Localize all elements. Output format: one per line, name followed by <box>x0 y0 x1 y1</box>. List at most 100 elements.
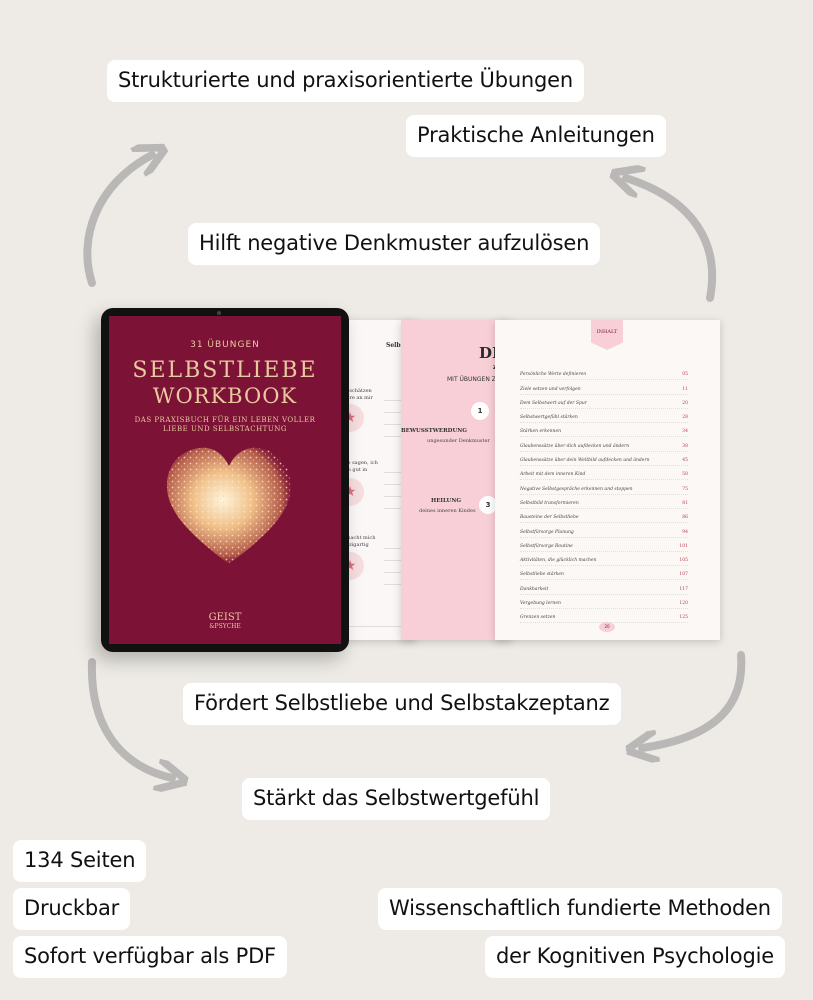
toc-entry: Ziele setzen und verfolgen 11 <box>520 380 688 395</box>
toc-badge: INHALT <box>591 320 623 350</box>
tablet-device: 31 ÜBUNGEN SELBSTLIEBE WORKBOOK DAS PRAX… <box>101 308 349 652</box>
toc-entry-page: 58 <box>682 472 688 478</box>
step-heading: BEWUSSTWERDUNG <box>401 428 467 434</box>
toc-entry: Selbstwertgefühl stärken 28 <box>520 409 688 424</box>
toc-entry-title: Dankbarkeit <box>520 586 549 592</box>
cover-title-2: WORKBOOK <box>152 384 298 408</box>
workbook-page-pink: DE zur MIT ÜBUNGEN Z 1 BEWUSSTWERDUNG un… <box>401 320 511 640</box>
fact-method-line2: der Kognitiven Psychologie <box>485 936 785 978</box>
toc-entry-page: 81 <box>682 500 688 506</box>
toc-entry: Glaubenssätze über dein Weltbild aufdeck… <box>520 452 688 467</box>
toc-entry-title: Vergebung lernen <box>520 601 561 607</box>
exercise-prompt: Das schätzen andere an mir <box>337 388 373 401</box>
writing-line <box>384 548 416 549</box>
arrow-bottom-right <box>642 651 746 748</box>
step-text: deines inneren Kindes <box>419 508 476 514</box>
feature-practical-guides: Praktische Anleitungen <box>406 115 666 157</box>
toc-entry-page: 11 <box>682 386 688 392</box>
exercise-prompt: Das macht mich einzigartig <box>334 535 376 548</box>
toc-entry: Selbstliebe stärken 107 <box>520 566 688 581</box>
toc-entry-page: 117 <box>679 586 688 592</box>
toc-entry-page: 28 <box>682 415 688 421</box>
toc-entry-title: Bausteine der Selbstliebe <box>520 515 579 521</box>
writing-line <box>384 424 416 425</box>
publisher-logo-line2: &PSYCHE <box>209 622 241 630</box>
toc-entry-title: Selbstbild transformieren <box>520 500 579 506</box>
toc-entry-title: Selbstfürsorge Planung <box>520 529 574 535</box>
writing-line <box>384 484 416 485</box>
writing-line <box>384 572 416 573</box>
publisher-logo: GEIST &PSYCHE <box>109 612 341 630</box>
fact-pdf: Sofort verfügbar als PDF <box>13 936 287 978</box>
toc-entry: Aktivitäten, die glücklich machen 105 <box>520 552 688 567</box>
page-header: Selbstl <box>386 342 410 349</box>
toc-entry-page: 34 <box>682 429 688 435</box>
writing-line <box>384 436 416 437</box>
toc-entry: Dem Selbstwert auf der Spur 20 <box>520 395 688 409</box>
arrow-bottom-left <box>87 658 172 778</box>
toc-entry: Glaubenssätze über dich aufdecken und än… <box>520 437 688 452</box>
toc-entry-title: Ziele setzen und verfolgen <box>520 386 581 392</box>
toc-entry: Bausteine der Selbstliebe 86 <box>520 509 688 524</box>
fact-printable: Druckbar <box>13 888 131 930</box>
toc-entry: Persönliche Werte definieren 05 <box>520 366 688 381</box>
toc-entry-title: Negative Selbstgespräche erkennen und st… <box>520 486 633 492</box>
fact-method-line1: Wissenschaftlich fundierte Methoden <box>378 888 782 930</box>
toc-entry-title: Glaubenssätze über dich aufdecken und än… <box>520 443 630 449</box>
toc-entry-title: Selbstwertgefühl stärken <box>520 415 578 421</box>
step-heading: HEILUNG <box>431 498 462 504</box>
toc-entry-page: 105 <box>679 558 688 564</box>
feature-negative-thoughts: Hilft negative Denkmuster aufzulösen <box>188 223 601 265</box>
toc-entry: Negative Selbstgespräche erkennen und st… <box>520 480 688 495</box>
toc-entry: Dankbarkeit 117 <box>520 580 688 595</box>
writing-line <box>384 472 416 473</box>
camera-dot <box>217 311 221 315</box>
toc-entry: Selbstbild transformieren 81 <box>520 495 688 509</box>
glitter-heart-icon <box>159 438 299 578</box>
arrow-top-right <box>626 178 717 302</box>
toc-entry-title: Aktivitäten, die glücklich machen <box>520 558 597 564</box>
publisher-logo-line1: GEIST <box>208 612 242 624</box>
cover-subtitle: DAS PRAXISBUCH FÜR EIN LEBEN VOLLER LIEB… <box>134 416 316 434</box>
toc-entry-title: Selbstliebe stärken <box>520 572 564 578</box>
toc-entry-title: Dem Selbstwert auf der Spur <box>520 400 587 406</box>
writing-line <box>316 626 406 627</box>
cover-kicker: 31 ÜBUNGEN <box>190 340 260 350</box>
fact-pages: 134 Seiten <box>13 840 147 882</box>
cover-title: SELBSTLIEBE <box>132 358 318 383</box>
writing-line <box>384 400 416 401</box>
arrow-top-left <box>83 155 152 287</box>
toc-entry-page: 86 <box>682 515 688 521</box>
page-number: 20 <box>599 622 615 632</box>
writing-line <box>384 412 416 413</box>
toc-entry-page: 75 <box>682 486 688 492</box>
writing-line <box>384 496 416 497</box>
toc-entry-title: Arbeit mit dem inneren Kind <box>520 472 586 478</box>
writing-line <box>384 560 416 561</box>
toc-entry-page: 101 <box>679 543 688 549</box>
exercise-prompt: Andere sagen, ich bin gut in <box>332 460 378 473</box>
toc-entry-page: 05 <box>682 372 688 378</box>
writing-line <box>384 584 416 585</box>
toc-entry-page: 20 <box>682 400 688 406</box>
toc-entry: Arbeit mit dem inneren Kind 58 <box>520 466 688 481</box>
toc-entry: Stärken erkennen 34 <box>520 423 688 438</box>
feature-structured-exercises: Strukturierte und praxisorientierte Übun… <box>107 60 584 102</box>
toc-entry-title: Grenzen setzen <box>520 615 556 621</box>
writing-line <box>384 508 416 509</box>
toc-entry: Selbstfürsorge Routine 101 <box>520 538 688 552</box>
book-cover: 31 ÜBUNGEN SELBSTLIEBE WORKBOOK DAS PRAX… <box>109 316 341 644</box>
toc-entry-title: Stärken erkennen <box>520 429 562 435</box>
toc-entry-page: 38 <box>682 443 688 449</box>
toc-entry-page: 45 <box>682 458 688 464</box>
toc-entry-title: Selbstfürsorge Routine <box>520 543 573 549</box>
toc-entry-page: 107 <box>679 572 688 578</box>
step-text: ungesunder Denkmuster <box>427 438 490 444</box>
toc-entry-title: Persönliche Werte definieren <box>520 372 587 378</box>
feature-self-worth: Stärkt das Selbstwertgefühl <box>242 778 551 820</box>
